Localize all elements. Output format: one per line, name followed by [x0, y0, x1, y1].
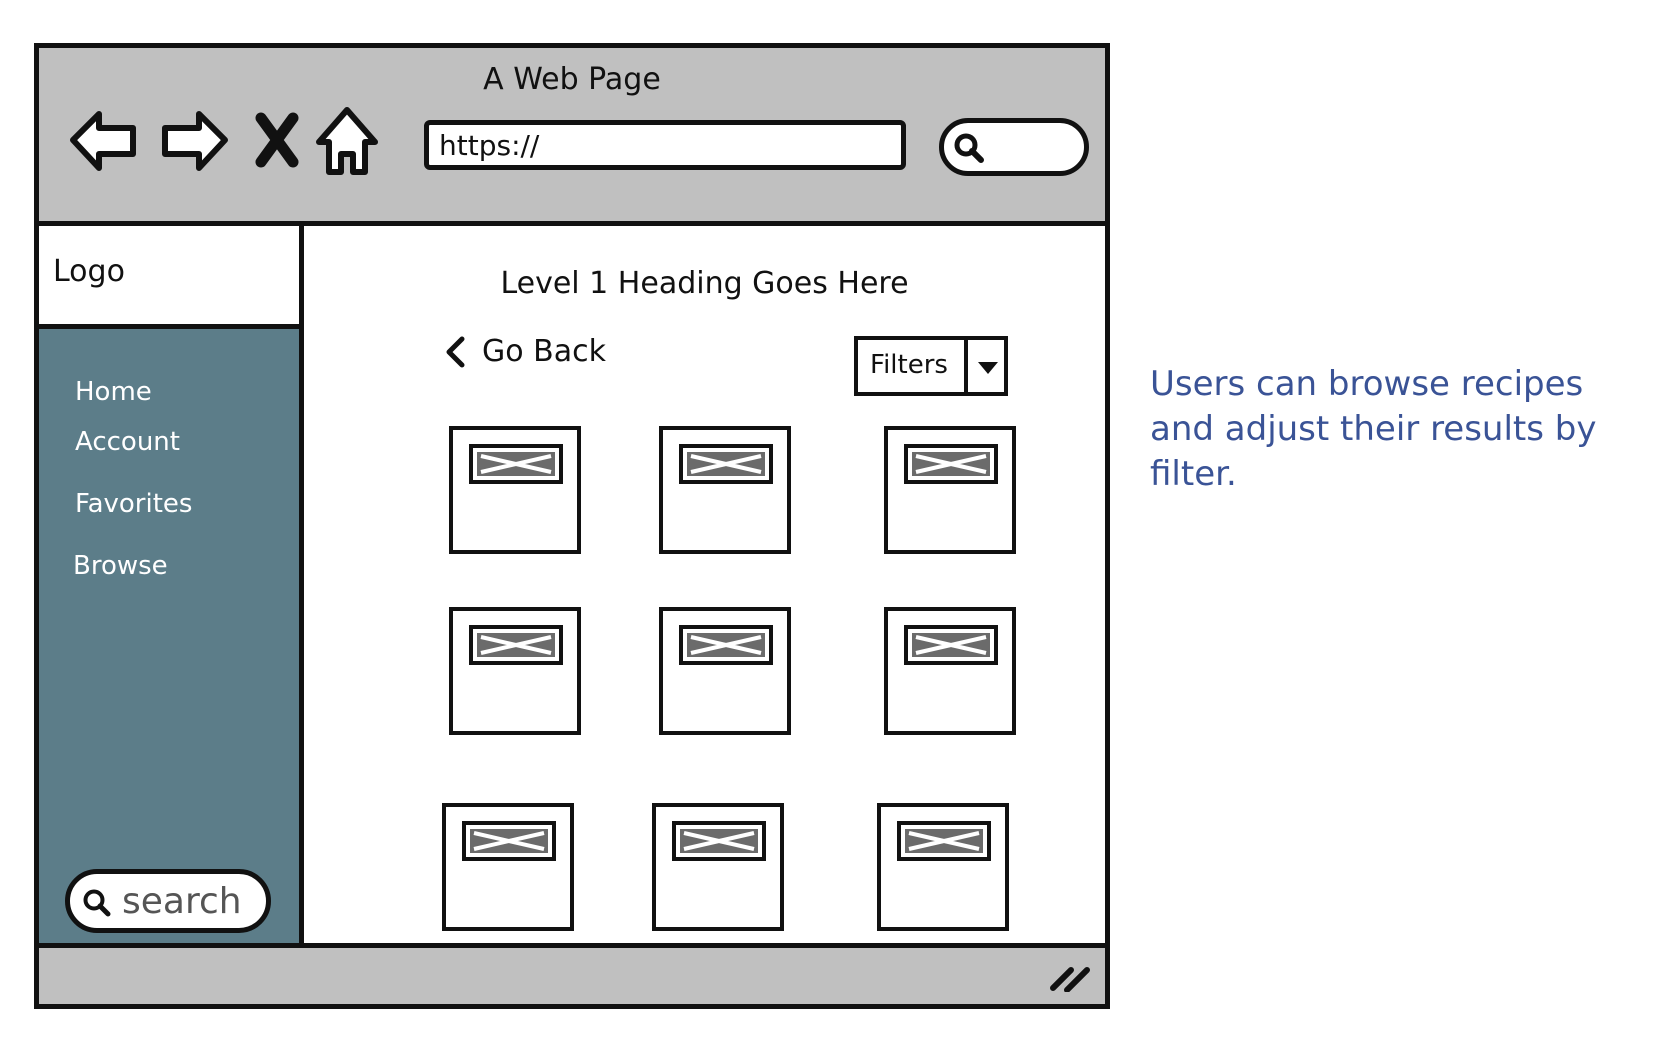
image-placeholder-icon — [904, 625, 998, 665]
image-placeholder-icon — [462, 821, 556, 861]
recipe-card[interactable] — [877, 803, 1009, 931]
filters-dropdown[interactable]: Filters — [854, 336, 1008, 396]
window-title: A Web Page — [483, 62, 661, 97]
recipe-card[interactable] — [884, 607, 1016, 735]
chevron-left-icon — [446, 336, 465, 367]
home-icon[interactable] — [309, 102, 385, 178]
sidebar-item-account[interactable]: Account — [75, 427, 180, 457]
go-back-label: Go Back — [482, 334, 606, 369]
image-placeholder-icon — [897, 821, 991, 861]
recipe-card[interactable] — [449, 607, 581, 735]
browser-search-field[interactable] — [939, 118, 1089, 176]
sidebar-item-favorites[interactable]: Favorites — [75, 489, 193, 519]
resize-grip-icon[interactable] — [1049, 962, 1091, 992]
image-placeholder-icon — [679, 625, 773, 665]
status-bar — [39, 943, 1105, 1004]
image-placeholder-icon — [679, 444, 773, 484]
image-placeholder-icon — [904, 444, 998, 484]
recipe-card[interactable] — [442, 803, 574, 931]
filters-divider — [964, 340, 968, 392]
recipe-card[interactable] — [652, 803, 784, 931]
chevron-down-icon — [978, 362, 998, 374]
forward-arrow-icon[interactable] — [155, 102, 231, 178]
image-placeholder-icon — [469, 625, 563, 665]
go-back-link[interactable]: Go Back — [444, 334, 606, 369]
logo-area: Logo — [39, 226, 304, 329]
sidebar-item-home[interactable]: Home — [75, 377, 152, 407]
main-content: Level 1 Heading Goes Here Go Back Filter… — [304, 226, 1105, 949]
logo: Logo — [53, 254, 125, 289]
browser-window: A Web Page Logo — [34, 43, 1110, 1009]
recipe-card[interactable] — [659, 607, 791, 735]
recipe-card[interactable] — [884, 426, 1016, 554]
recipe-card[interactable] — [659, 426, 791, 554]
sidebar-search[interactable] — [65, 869, 271, 933]
url-input[interactable] — [424, 120, 906, 170]
image-placeholder-icon — [672, 821, 766, 861]
recipe-card[interactable] — [449, 426, 581, 554]
search-icon — [83, 889, 111, 917]
back-arrow-icon[interactable] — [67, 102, 143, 178]
search-input[interactable] — [122, 880, 262, 922]
filters-label: Filters — [870, 350, 948, 380]
annotation-note: Users can browse recipes and adjust thei… — [1150, 364, 1597, 494]
sidebar: Home Account Favorites Browse — [39, 329, 304, 949]
sidebar-item-browse[interactable]: Browse — [73, 551, 168, 581]
image-placeholder-icon — [469, 444, 563, 484]
page-title: Level 1 Heading Goes Here — [500, 266, 909, 301]
close-icon[interactable] — [239, 102, 315, 178]
browser-toolbar: A Web Page — [39, 48, 1105, 226]
search-icon — [954, 133, 984, 163]
